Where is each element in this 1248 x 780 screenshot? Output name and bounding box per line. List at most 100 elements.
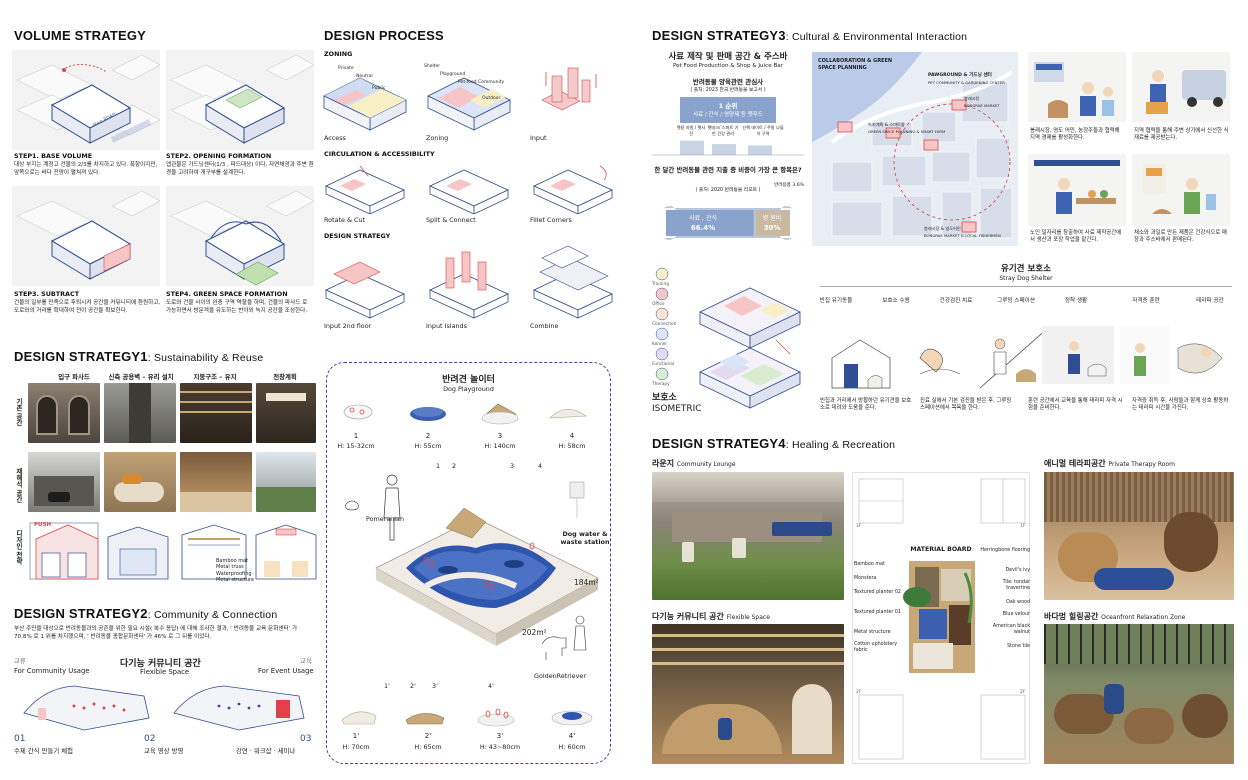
pg-callout-4: 4	[538, 462, 543, 470]
zoning-label-neutral: Neutral	[356, 74, 373, 79]
step2-text: STEP2. OPENING FORMATION 앱관물은 가드닝센터(1/3 …	[166, 152, 314, 176]
bone-left-label: 사료 , 간식	[689, 215, 717, 222]
s2-item-3-num: 03	[300, 734, 312, 744]
s2-item-1-label: 수제 간식 만들기 체험	[14, 747, 74, 755]
ocean-title: 바다멍 힐링공간 Oceanfront Relaxation Zone	[1044, 612, 1186, 621]
pg-bot-1-h: H: 70cm	[342, 743, 370, 751]
pg-top-1-h: H: 15-32cm	[337, 442, 375, 450]
step3-text: STEP3. SUBTRACT 건물의 일부를 만족으로 후퇴시켜 공간을 커뮤…	[14, 290, 161, 314]
strategy3-title: DESIGN STRATEGY3: Cultural & Environment…	[652, 28, 968, 43]
flexible-space-render	[652, 624, 844, 764]
rank-value: 사료 / 간식 / 영양제 등 펫푸드	[693, 112, 763, 118]
zoning-label-petfood: Pet-food Community	[458, 80, 505, 85]
pg-callout-2p: 2'	[410, 682, 416, 690]
caption-senior: 노인 일자리를 창출하여 사료 제작공간에서 생산과 포장 작업을 맡긴다.	[1030, 230, 1122, 244]
s1-row-2: 디자인 전략	[15, 530, 23, 565]
caption-juice: 채소와 과일로 만든 제품은 건강식으로 매장과 주스바에서 판매된다.	[1134, 230, 1227, 244]
s1-photo-new-facade	[28, 452, 100, 512]
zoning-label-private: Private	[338, 66, 354, 71]
s2-item-2-label: 교육 영상 방영	[144, 747, 184, 755]
shelter-cap-0: 빈집과 거리에서 방황하던 유기견을 보호소로 데려와 도움을 준다.	[820, 398, 912, 412]
zoning-label-outdoor: Outdoor	[482, 96, 501, 101]
push-label: PUSH	[34, 522, 52, 528]
lounge-render	[652, 472, 844, 600]
dog-playground-panel	[326, 362, 611, 764]
map-label-5: GREEN SPACE PLANNING & SMART FARM	[868, 129, 946, 134]
process-rotate-cut: Rotate & Cut	[324, 216, 365, 224]
iso-title-ko: 보호소	[652, 393, 677, 403]
s1-photo-new-wall	[104, 452, 176, 512]
step4-diagram	[166, 186, 314, 286]
bone-right-value: 30%	[763, 224, 781, 232]
s1-photo-existing-skylight	[256, 383, 316, 443]
rank-label: 1 순위	[718, 102, 738, 110]
process-split-connect: Split & Connect	[426, 216, 476, 224]
process-combine: Combine	[530, 322, 559, 330]
design-strategy-subtitle: DESIGN STRATEGY	[324, 232, 391, 240]
strategy2-title: DESIGN STRATEGY2: Community & Connection	[14, 606, 278, 621]
map-label-7: BONGRAE MARKET & LOCAL FISHERMEN	[924, 233, 1001, 238]
material-board-panel	[852, 472, 1030, 764]
therapy-room-render	[1044, 472, 1234, 600]
spending-source: ( 출처: 2020 반려동물 리포트 )	[695, 188, 761, 193]
s1-col-3: 천창계획	[273, 373, 297, 381]
step1-text: STEP1. BASE VOLUME 대상 부지는 계정고 건물의 2/3를 차…	[14, 152, 158, 176]
bone-chart	[650, 200, 806, 246]
pg-golden: GoldenRetriever	[534, 672, 586, 680]
pg-bot-4-num: 4'	[568, 732, 576, 740]
zoning-label-playground: Playground	[440, 72, 466, 77]
pg-top-3-h: H: 140cm	[484, 442, 516, 450]
map-title: COLLABORATION & GREEN SPACE PLANNING	[818, 58, 893, 71]
materials-left: Bamboo mat Monstera Textured planter 02 …	[854, 562, 901, 653]
bone-left-value: 66.4%	[690, 224, 716, 232]
pg-area-1: 184m²	[574, 578, 599, 587]
step4-text: STEP4. GREEN SPACE FORMATION 도로와 건물 사이의 …	[166, 290, 308, 314]
pg-callout-2: 2	[452, 462, 457, 470]
shelter-step-3: 그루밍 스페이션	[997, 298, 1035, 304]
iso-legend-labels: Training Office Connection Kennel Functi…	[652, 282, 677, 387]
shelter-step-5: 자격증 훈련	[1132, 298, 1160, 304]
pg-top-4-num: 4	[569, 432, 575, 440]
pg-callout-1p: 1'	[384, 682, 390, 690]
pg-callout-1: 1	[436, 462, 441, 470]
pg-callout-4p: 4'	[488, 682, 494, 690]
pg-callout-3: 3	[510, 462, 515, 470]
s1-photo-new-skylight	[256, 452, 316, 512]
shelter-step-1: 보호소 수용	[882, 298, 910, 304]
survey-bar-2	[748, 145, 772, 155]
design-strategy-diagrams	[320, 244, 620, 320]
s1-row-0: 기존 공간	[15, 398, 23, 426]
design-process-title: DESIGN PROCESS	[324, 28, 444, 43]
s1-col-2: 지붕구조 – 유지	[193, 373, 237, 381]
material-board-title: MATERIAL BOARD	[910, 546, 972, 553]
map-label-4: 녹지계획 & 스마트팜	[868, 122, 905, 127]
pg-bot-1-num: 1'	[352, 732, 360, 740]
pg-callout-3p: 3'	[432, 682, 438, 690]
bone-right-segment	[755, 210, 790, 236]
pg-station: Dog water & waste station	[560, 530, 610, 546]
playground-title-ko: 반려견 놀이터	[442, 375, 495, 385]
s1-photo-existing-roof	[180, 383, 252, 443]
pet-food-title-en: Pet Food Production & Shop & Juice Bar	[672, 63, 784, 69]
s2-mid-en: Flexible Space	[140, 668, 190, 676]
s1-strategy-diagrams	[28, 519, 318, 585]
shelter-cap-1: 진료 실에서 기본 검진을 받은 후, 그루밍 스페이션에서 목욕을 한다.	[920, 398, 1012, 412]
survey-bar-0	[680, 140, 704, 155]
s1-col-1: 신축 공용벽 – 유리 설치	[108, 373, 174, 381]
volume-strategy-title: VOLUME STRATEGY	[14, 28, 147, 43]
zoning-diagrams	[320, 60, 620, 134]
bone-left-segment	[666, 210, 754, 236]
s1-col-0: 입구 파사드	[58, 373, 90, 381]
s2-item-1-num: 01	[14, 734, 26, 744]
oceanfront-render	[1044, 624, 1234, 764]
pg-bot-3-num: 3'	[496, 732, 504, 740]
process-input-islands: Input Islands	[426, 322, 467, 330]
s2-item-2-num: 02	[144, 734, 156, 744]
map-label-1: PET COMMUNITY & GARDENING CENTER	[928, 80, 1005, 85]
lounge-title: 라운지 Community Lounge	[652, 459, 736, 468]
playground-bottom-equipment	[336, 700, 604, 730]
s2-right-ko: 교육	[300, 657, 312, 665]
plan-label-0: 1F	[856, 524, 862, 529]
process-access: Access	[324, 134, 346, 142]
map-label-2: 봉래시장	[964, 96, 980, 101]
